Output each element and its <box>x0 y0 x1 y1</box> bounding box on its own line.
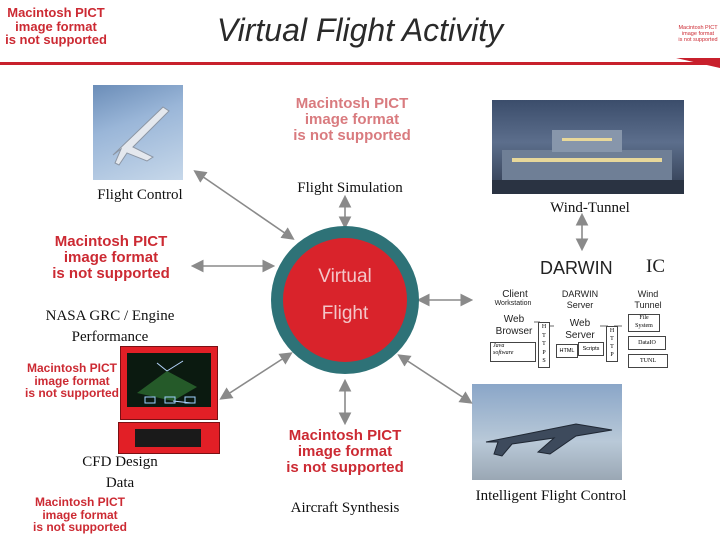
flight-simulation-caption: Flight Simulation <box>297 180 403 196</box>
central-label-virtual: Virtual <box>318 266 372 287</box>
flight-control-caption: Flight Control <box>97 187 183 203</box>
central-label-flight: Flight <box>321 303 369 324</box>
darwin-html-box: HTML <box>556 344 578 358</box>
intelligent-flight-control-caption: Intelligent Flight Control <box>475 488 627 504</box>
arrow-intelligent-flight-control <box>397 354 473 404</box>
cfd-mesh-visual <box>137 360 197 404</box>
darwin-scripts-box: Scripts <box>578 342 604 356</box>
cfd-screen <box>127 353 211 407</box>
jet-aircraft-icon <box>112 106 170 166</box>
darwin-client-label: Client <box>502 289 528 300</box>
intelligent-flight-control-photo <box>472 384 622 480</box>
wind-tunnel-photo <box>492 100 684 194</box>
darwin-workstation-label: Workstation <box>494 300 532 307</box>
title-underline <box>0 62 720 65</box>
arrow-cfd <box>219 352 293 400</box>
arrow-flight-control <box>193 170 295 240</box>
darwin-tunnel-box: TUNL <box>628 354 668 368</box>
darwin-ic-label: IC <box>646 256 665 277</box>
darwin-title: DARWIN <box>540 258 613 278</box>
wind-tunnel-caption: Wind-Tunnel <box>550 200 630 216</box>
cfd-computer-monitor <box>120 346 218 420</box>
darwin-dataio-box: DataIO <box>628 336 666 350</box>
jet-aircraft-icon <box>485 423 613 457</box>
central-disc <box>283 238 407 362</box>
slide-title: Virtual Flight Activity <box>216 12 504 48</box>
cfd-keyboard <box>118 422 220 454</box>
flight-control-photo <box>93 85 183 180</box>
building-icon <box>492 130 684 194</box>
aircraft-synthesis-caption: Aircraft Synthesis <box>290 500 400 516</box>
